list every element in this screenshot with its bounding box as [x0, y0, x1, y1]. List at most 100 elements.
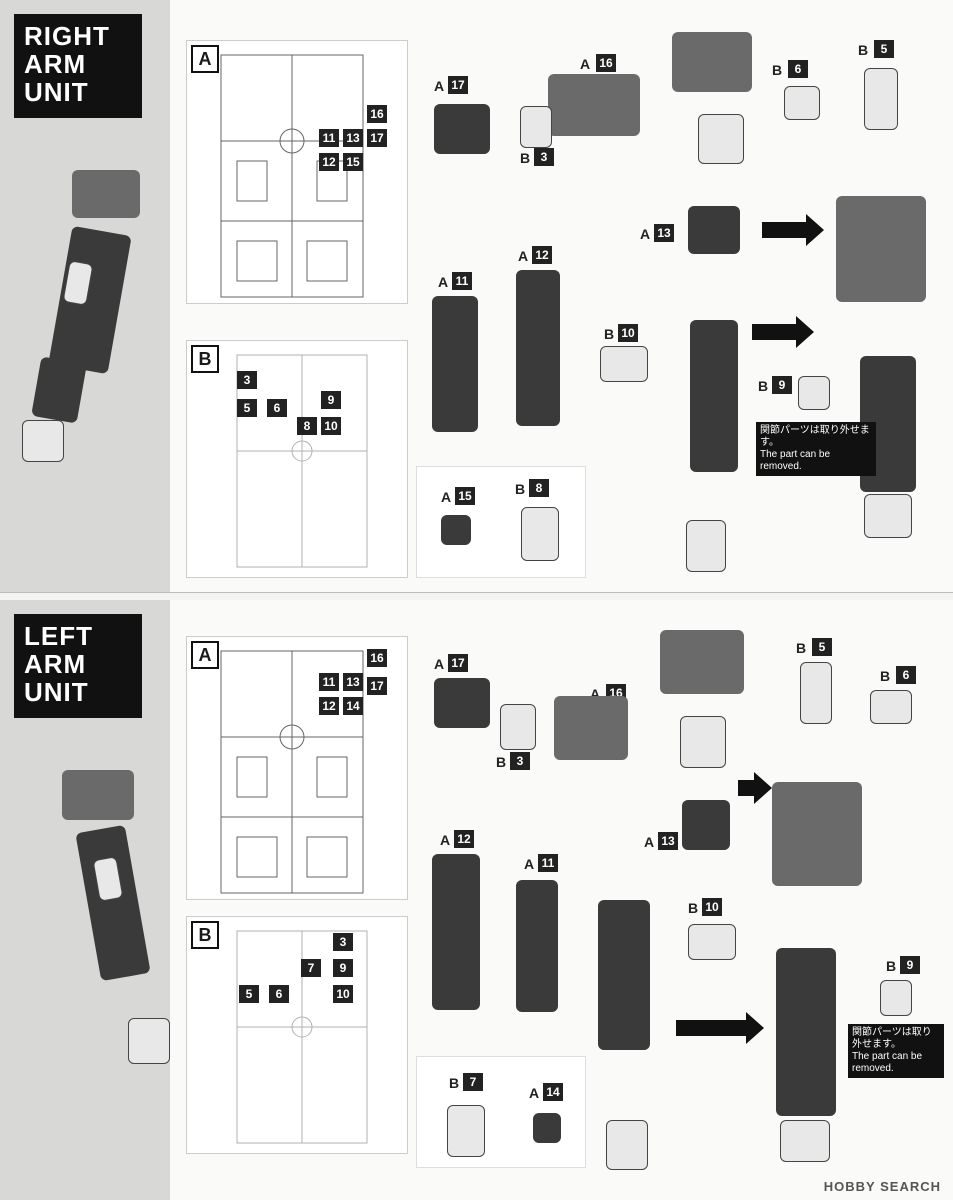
part-number: 15	[455, 487, 475, 505]
part-number: 13	[658, 832, 678, 850]
runner-a-box: A 11 13 16 12 15 17	[186, 40, 408, 304]
part-a17	[434, 678, 490, 728]
part-a13	[688, 206, 740, 254]
part-number: 9	[900, 956, 920, 974]
part-letter: A	[640, 226, 651, 242]
part-letter: A	[441, 489, 452, 505]
part-number: 12	[532, 246, 552, 264]
part-number: 16	[596, 54, 616, 72]
runner-a-num: 15	[343, 153, 363, 171]
part-number: 13	[654, 224, 674, 242]
part-number: 8	[529, 479, 549, 497]
part-letter: B	[886, 958, 897, 974]
part-number: 3	[534, 148, 554, 166]
assembled-hand	[864, 494, 912, 538]
part-letter: A	[518, 248, 529, 264]
part-number: 17	[448, 654, 468, 672]
step-arrow	[738, 772, 772, 804]
runner-b-num: 10	[333, 985, 353, 1003]
joint-note: 関節パーツは取り外せます。 The part can be removed.	[756, 422, 876, 476]
part-letter: B	[758, 378, 769, 394]
runner-a-label: A	[191, 45, 219, 73]
right-arm-section: RIGHT ARM UNIT A 11 13 16 12 15 17 B	[0, 0, 953, 593]
part-joint	[680, 716, 726, 768]
runner-b-num: 7	[301, 959, 321, 977]
joint-note-en: The part can be removed.	[760, 449, 831, 472]
runner-b-diagram	[236, 354, 368, 568]
assembled-arm	[776, 948, 836, 1116]
part-number: 12	[454, 830, 474, 848]
runner-a-num: 13	[343, 673, 363, 691]
part-letter: A	[590, 686, 601, 702]
runner-a-num: 13	[343, 129, 363, 147]
part-number: 6	[788, 60, 808, 78]
part-letter: A	[438, 274, 449, 290]
part-number: 14	[543, 1083, 563, 1101]
part-a16	[554, 696, 628, 760]
arm-hand-illustration	[128, 1018, 170, 1064]
hand-subassembly-box: A 15 B 8	[416, 466, 586, 578]
runner-b-num: 3	[333, 933, 353, 951]
runner-b-num: 5	[237, 399, 257, 417]
arm-shoulder-illustration	[62, 770, 134, 820]
joint-note-en: The part can be removed.	[852, 1051, 923, 1074]
part-b3	[500, 704, 536, 750]
step-arrow	[676, 1012, 764, 1044]
part-letter: B	[796, 640, 807, 656]
part-letter: A	[524, 856, 535, 872]
part-a15	[441, 515, 471, 545]
runner-a-num: 12	[319, 697, 339, 715]
assembled-hand	[780, 1120, 830, 1162]
part-number: 10	[702, 898, 722, 916]
part-a13	[682, 800, 730, 850]
runner-a-num: 11	[319, 673, 339, 691]
hand-part	[686, 520, 726, 572]
part-letter: B	[496, 754, 507, 770]
part-letter: B	[520, 150, 531, 166]
runner-a-diagram	[220, 54, 364, 298]
hobby-search-watermark: HOBBY SEARCH	[823, 1179, 941, 1194]
part-letter: B	[449, 1075, 460, 1091]
step-arrow	[752, 316, 814, 348]
runner-b-label: B	[191, 921, 219, 949]
part-letter: A	[434, 656, 445, 672]
joint-note-jp: 関節パーツは取り外せます。	[852, 1027, 932, 1050]
part-a12	[516, 270, 560, 426]
part-number: 7	[463, 1073, 483, 1091]
part-letter: A	[644, 834, 655, 850]
part-number: 10	[618, 324, 638, 342]
part-b7	[447, 1105, 485, 1157]
part-b10	[600, 346, 648, 382]
part-a11	[516, 880, 558, 1012]
runner-a-num: 17	[367, 129, 387, 147]
runner-b-box: B 3 5 6 9 8 10	[186, 340, 408, 578]
assembled-shoulder	[836, 196, 926, 302]
part-a14	[533, 1113, 561, 1143]
part-b9	[880, 980, 912, 1016]
runner-b-num: 5	[239, 985, 259, 1003]
part-number: 5	[874, 40, 894, 58]
runner-a-num: 12	[319, 153, 339, 171]
left-arm-title: LEFT ARM UNIT	[14, 614, 142, 718]
part-b3	[520, 106, 552, 148]
part-b9	[798, 376, 830, 410]
step-arrow	[762, 214, 824, 246]
part-letter: A	[580, 56, 591, 72]
runner-b-num: 10	[321, 417, 341, 435]
part-shoulder-top	[672, 32, 752, 92]
arm-shoulder-illustration	[72, 170, 140, 218]
part-number: 9	[772, 376, 792, 394]
part-letter: B	[604, 326, 615, 342]
part-b8	[521, 507, 559, 561]
part-letter: B	[880, 668, 891, 684]
runner-b-num: 9	[321, 391, 341, 409]
runner-a-num: 16	[367, 649, 387, 667]
part-number: 6	[896, 666, 916, 684]
part-number: 5	[812, 638, 832, 656]
runner-b-box: B 3 7 9 5 6 10	[186, 916, 408, 1154]
part-letter: A	[434, 78, 445, 94]
runner-a-box: A 16 11 13 17 12 14	[186, 636, 408, 900]
part-number: 3	[510, 752, 530, 770]
part-a11	[432, 296, 478, 432]
assembled-shoulder	[772, 782, 862, 886]
